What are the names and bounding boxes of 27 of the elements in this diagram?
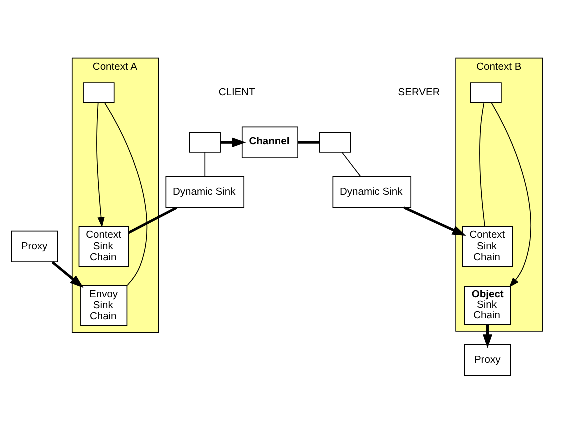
node-box: Dynamic Sink — [332, 176, 412, 208]
arrow — [482, 324, 493, 348]
node-box: Proxy — [11, 230, 58, 262]
node-envelope — [189, 132, 221, 152]
connector — [128, 206, 178, 234]
node-box: Proxy — [464, 344, 512, 376]
node-box: Channel — [242, 126, 298, 158]
node-envelope — [83, 82, 115, 103]
node-box: Object Sink Chain — [464, 286, 512, 325]
node-box: Dynamic Sink — [166, 176, 245, 208]
node-box: Envoy Sink Chain — [80, 284, 128, 326]
connector — [342, 152, 362, 177]
connector — [480, 102, 486, 226]
label: CLIENT — [218, 87, 256, 98]
arrow — [52, 260, 84, 288]
connector — [104, 102, 148, 286]
connector — [204, 152, 206, 177]
arrow — [220, 137, 246, 147]
node-box: Context Sink Chain — [462, 226, 514, 267]
label: SERVER — [398, 87, 440, 98]
node-box: Context Sink Chain — [78, 226, 130, 267]
arrow — [96, 102, 105, 228]
connector — [298, 140, 320, 144]
node-envelope — [319, 132, 352, 152]
node-envelope — [470, 82, 502, 103]
arrow — [404, 206, 466, 236]
arrow — [491, 102, 532, 288]
